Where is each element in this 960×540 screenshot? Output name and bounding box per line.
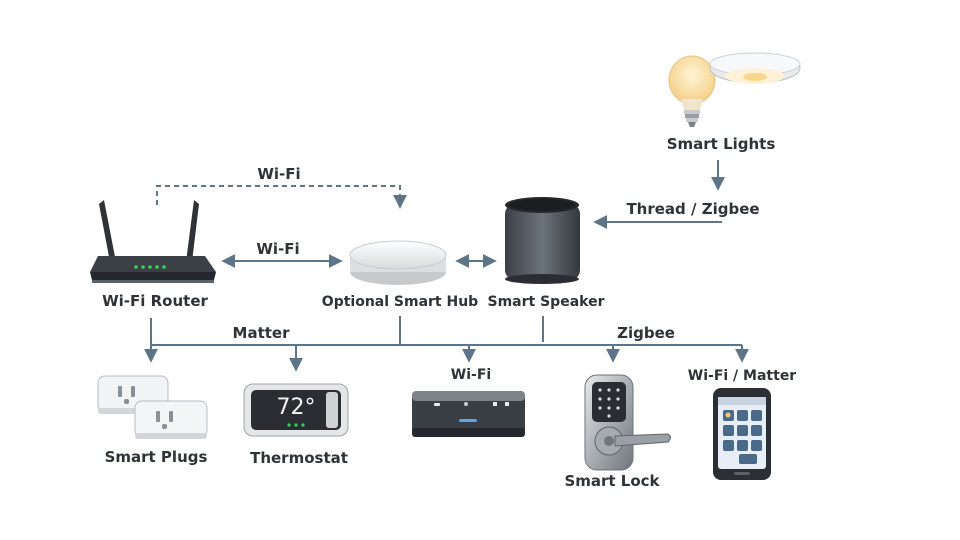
smart-lock-label: Smart Lock: [564, 472, 660, 490]
matter-label: Matter: [232, 324, 290, 342]
wifi-router-label: Wi-Fi Router: [102, 292, 208, 310]
smart-hub-icon: [349, 240, 447, 285]
connection-lines: [144, 160, 749, 372]
thermostat-label: Thermostat: [250, 449, 348, 467]
smart-speaker-icon: [505, 197, 580, 284]
smart-plugs-icon: [97, 375, 208, 439]
smart-lock-icon: [584, 374, 671, 471]
thermostat-icon: [243, 383, 349, 437]
smartphone-icon: [713, 388, 771, 480]
phone-connection-label: Wi-Fi / Matter: [687, 368, 797, 384]
dashed-wifi-link: [156, 185, 407, 209]
smart-lights-icon: [668, 52, 801, 127]
zigbee-label: Zigbee: [617, 324, 675, 342]
bridge-device-icon: [412, 391, 525, 437]
router-hub-wifi-label: Wi-Fi: [256, 240, 300, 258]
wifi-router-icon: [90, 200, 216, 283]
dashed-wifi-label: Wi-Fi: [257, 165, 301, 183]
smart-lights-label: Smart Lights: [666, 135, 776, 153]
bridge-wifi-label: Wi-Fi: [450, 367, 492, 383]
thermostat-display: 72°: [276, 395, 316, 420]
smart-hub-label: Optional Smart Hub: [321, 294, 479, 310]
smart-plugs-label: Smart Plugs: [104, 448, 208, 466]
smart-speaker-label: Smart Speaker: [487, 294, 605, 310]
thread-zigbee-label: Thread / Zigbee: [626, 200, 760, 218]
